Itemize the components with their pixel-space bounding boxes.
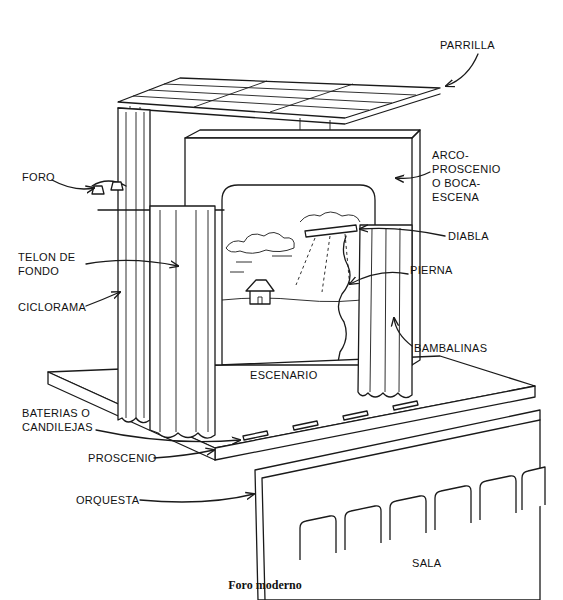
footlight	[293, 421, 318, 430]
part-label: DIABLA	[448, 229, 489, 243]
grid-beams	[194, 81, 353, 112]
leader-arrow	[96, 430, 240, 442]
cyclorama-curtain	[118, 108, 150, 423]
part-label: BAMBALINAS	[414, 341, 487, 355]
leader-arrow	[396, 172, 430, 178]
part-label: ESCENARIO	[250, 368, 318, 382]
curtain-folds	[160, 210, 208, 432]
part-label: BATERIAS O CANDILEJAS	[22, 406, 110, 434]
part-label: TELON DE FONDO	[18, 250, 96, 278]
curtain-folds	[370, 228, 400, 392]
part-label: PARRILLA	[440, 38, 495, 52]
figure-caption: Foro moderno	[165, 578, 365, 593]
arch-side	[412, 130, 420, 365]
grid-slats	[133, 84, 416, 110]
leader-arrow	[360, 228, 445, 236]
footlight	[393, 401, 418, 410]
seat	[300, 516, 336, 560]
light-rays	[296, 234, 350, 292]
leader-arrow	[86, 292, 120, 306]
orchestra-wall	[255, 410, 540, 600]
cloud	[300, 212, 360, 222]
footlight	[343, 411, 368, 420]
bambalina-curtain	[358, 225, 412, 398]
cloud-streaks	[230, 256, 292, 272]
part-label: FORO	[22, 170, 55, 184]
house-roof	[246, 280, 274, 291]
leader-arrow	[86, 260, 178, 266]
foro-lamps	[92, 182, 123, 194]
leader-arrow	[446, 54, 478, 86]
part-label: PIERNA	[410, 263, 453, 277]
diabla-light	[305, 225, 357, 237]
part-label: PROSCENIO	[88, 451, 157, 465]
leader-arrow	[140, 494, 254, 502]
horizon-line	[222, 298, 375, 302]
backdrop-curtain	[150, 206, 215, 438]
seat	[435, 486, 471, 530]
seat	[390, 496, 426, 540]
footlight	[243, 431, 268, 440]
backdrop-area	[222, 185, 375, 365]
part-label: SALA	[412, 556, 441, 570]
seat	[480, 476, 516, 520]
part-label: ORQUESTA	[76, 493, 139, 507]
part-label: CICLORAMA	[18, 300, 86, 314]
house	[250, 290, 270, 304]
leader-arrow	[154, 450, 214, 458]
seat	[345, 506, 381, 550]
seat	[522, 467, 545, 510]
cloud	[226, 232, 294, 253]
leader-arrow	[350, 272, 408, 284]
pierna-curtain	[338, 236, 350, 362]
house-door	[258, 297, 262, 304]
leader-arrow	[52, 180, 94, 189]
arch-top	[185, 130, 420, 138]
orchestra-wall-edge	[262, 420, 540, 600]
cyclorama-folds	[126, 112, 144, 418]
leader-arrow	[394, 318, 412, 346]
part-label: ARCO-PROSCENIO O BOCA-ESCENA	[432, 148, 510, 204]
